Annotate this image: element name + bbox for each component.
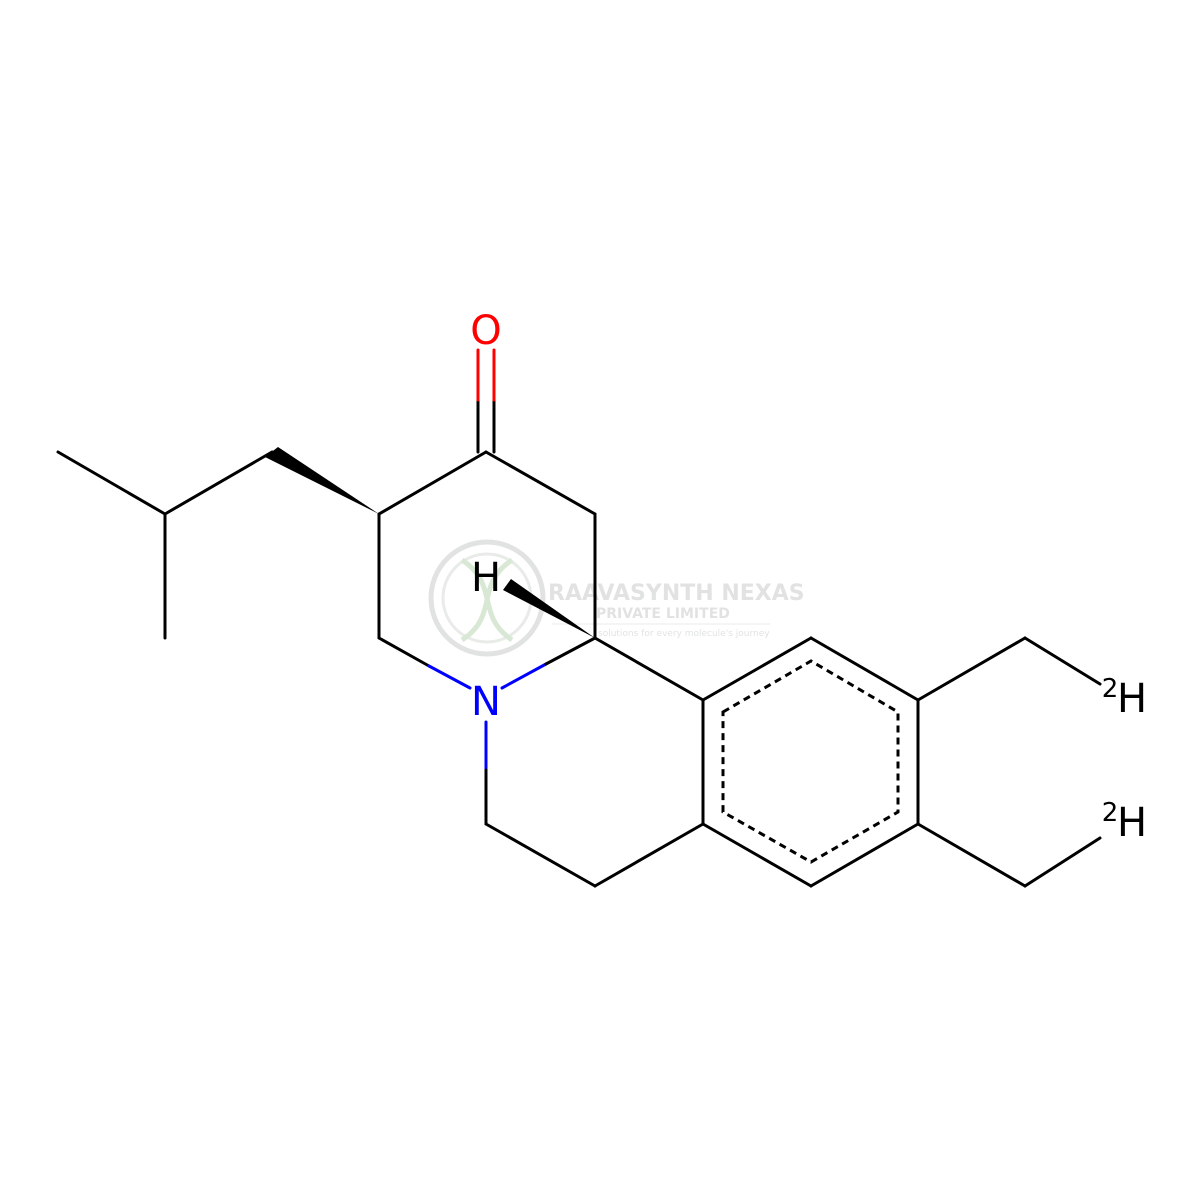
bond-c2-c3 (484, 450, 597, 516)
aromatic-circle-dashed (721, 659, 900, 864)
bond-ch2-ch (163, 450, 274, 516)
bond-ar-3 (809, 636, 920, 702)
bond-n-c11b-black (544, 636, 597, 666)
bond-c11b-c11a (593, 636, 705, 702)
atom-oxygen: O (470, 308, 501, 354)
bond-c2-c1 (377, 450, 488, 516)
watermark-company-name: RAAVASYNTH NEXAS (548, 581, 805, 606)
bond-ch2d-d-top (1023, 636, 1102, 686)
watermark-tagline: solutions for every molecule's journey (598, 629, 770, 639)
bond-ch-me1 (56, 450, 167, 516)
wedge-bond-isobutyl (265, 447, 379, 514)
bond-ar-ch2d-top (916, 636, 1027, 702)
bond-ch2d-d-bottom (1023, 836, 1102, 888)
atom-deuterium-bottom: H (1117, 800, 1147, 846)
watermark-logo-ring (428, 539, 546, 657)
atom-deuterium-top: H (1117, 676, 1147, 722)
isotope-label-top: 2 (1102, 674, 1119, 704)
bond-ar-5 (809, 822, 920, 888)
bond-ar-6 (701, 822, 813, 888)
bond-c7-c7a (593, 822, 705, 888)
wedge-bond-stereo-h (503, 579, 595, 638)
bond-c4-n-blue (427, 664, 472, 690)
watermark: RAAVASYNTH NEXAS PRIVATE LIMITED solutio… (428, 539, 805, 657)
atom-stereo-hydrogen: H (471, 555, 501, 601)
isotope-label-bottom: 2 (1102, 798, 1119, 828)
watermark-dna-icon (460, 557, 514, 643)
bond-ar-2 (701, 636, 813, 702)
bond-n-c11b-blue (500, 662, 548, 690)
bond-c4-n-black (377, 636, 431, 668)
bond-c6-c7 (484, 822, 597, 888)
bond-ar-ch2d-bottom (916, 822, 1027, 888)
atom-nitrogen: N (471, 679, 501, 725)
watermark-company-type: PRIVATE LIMITED (596, 606, 730, 622)
